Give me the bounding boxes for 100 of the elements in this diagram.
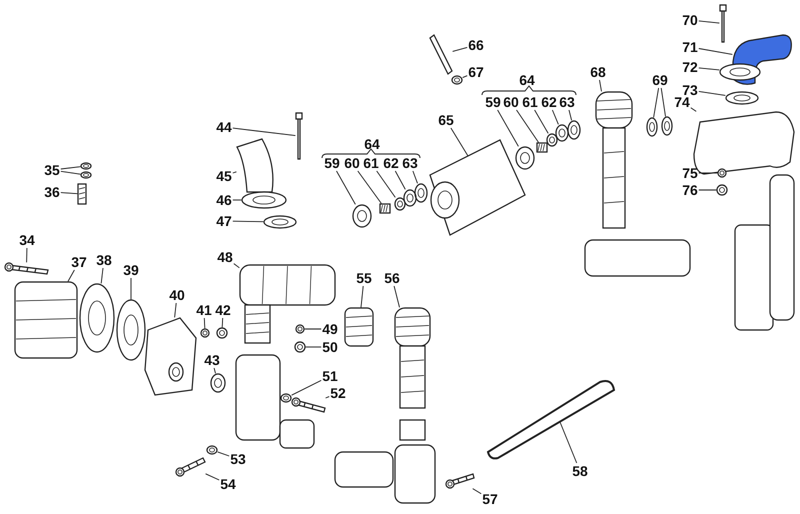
- leader-line: [336, 170, 356, 205]
- bolt-drawing: [4, 262, 49, 275]
- callout-number: 44: [216, 120, 232, 134]
- callout-number: 59: [324, 156, 340, 170]
- o-ring-drawing: [567, 120, 581, 140]
- callout-number: 63: [402, 156, 418, 170]
- washer-drawing: [717, 168, 727, 178]
- callout-number: 61: [363, 156, 379, 170]
- valve-cage-drawing: [352, 204, 372, 228]
- leader-line: [599, 80, 602, 92]
- flange-drawing: [241, 191, 287, 209]
- leader-line: [698, 67, 720, 70]
- leader-line: [360, 286, 364, 308]
- hose-elbow-drawing: [236, 138, 274, 193]
- leader-line: [222, 318, 224, 328]
- o-ring-drawing: [661, 116, 673, 136]
- fitting-drawing: [344, 307, 374, 347]
- leader-line: [698, 48, 733, 55]
- callout-number: 42: [215, 303, 231, 317]
- leader-line: [232, 171, 237, 174]
- callout-number: 71: [682, 40, 698, 54]
- callout-number: 48: [217, 250, 233, 264]
- hose-drawing: [487, 380, 615, 460]
- leader-line: [462, 75, 468, 78]
- pump-body-drawing: [144, 317, 197, 396]
- bolt-drawing: [719, 4, 727, 43]
- washer-drawing: [80, 162, 92, 170]
- leader-line: [232, 220, 264, 222]
- washer-drawing: [295, 324, 305, 334]
- leader-line: [497, 110, 519, 147]
- callout-number: 51: [322, 369, 338, 383]
- bolt-drawing: [445, 473, 475, 489]
- washer-drawing: [451, 75, 463, 85]
- valve-cage-drawing: [515, 146, 535, 170]
- leader-line: [698, 172, 718, 174]
- callout-number: 64: [364, 137, 380, 151]
- washer-drawing: [200, 328, 210, 338]
- flange-drawing: [719, 63, 761, 81]
- diaphragm-drawing: [79, 283, 115, 353]
- leader-line: [325, 396, 330, 398]
- leader-line: [412, 170, 418, 184]
- callout-number: 52: [330, 386, 346, 400]
- leader-line: [452, 46, 468, 52]
- bolt-drawing: [291, 397, 326, 413]
- pipe-elbow-drawing: [394, 307, 431, 409]
- leader-line: [174, 302, 177, 318]
- leader-line: [357, 170, 382, 204]
- leader-line: [568, 110, 572, 121]
- manifold-drawing: [239, 264, 336, 344]
- spring-drawing: [379, 203, 391, 214]
- callout-number: 39: [123, 263, 139, 277]
- callout-number: 49: [322, 322, 338, 336]
- leader-line: [204, 318, 206, 329]
- leader-line: [60, 166, 81, 170]
- callout-number: 37: [71, 255, 87, 269]
- leader-line: [205, 473, 220, 480]
- callout-number: 67: [468, 65, 484, 79]
- washer-drawing: [206, 445, 218, 455]
- callout-number: 59: [485, 95, 501, 109]
- callout-number: 60: [503, 95, 519, 109]
- callout-number: 68: [590, 65, 606, 79]
- callout-number: 63: [559, 95, 575, 109]
- leader-line: [214, 368, 216, 374]
- callout-number: 58: [572, 464, 588, 478]
- leader-line: [217, 451, 230, 456]
- callout-number: 38: [96, 253, 112, 267]
- leader-line: [100, 268, 104, 284]
- o-ring-drawing: [210, 373, 226, 393]
- leader-line: [653, 88, 660, 118]
- leader-line: [291, 380, 322, 396]
- callout-number: 46: [216, 193, 232, 207]
- leader-line: [698, 20, 720, 24]
- callout-number: 45: [216, 169, 232, 183]
- valve-housing-drawing: [429, 139, 526, 236]
- leader-line: [60, 170, 81, 175]
- valve-seat-drawing: [555, 124, 569, 142]
- leader-line: [560, 422, 578, 464]
- leader-line: [305, 346, 322, 348]
- o-ring-drawing: [414, 183, 428, 203]
- leader-line: [394, 170, 406, 190]
- leader-line: [232, 128, 296, 136]
- callout-number: 76: [682, 183, 698, 197]
- leader-line: [552, 110, 559, 125]
- callout-number: 70: [682, 13, 698, 27]
- washer-drawing: [80, 171, 92, 179]
- fitting-drawing: [77, 183, 87, 205]
- callout-number: 34: [19, 233, 35, 247]
- leader-line: [68, 270, 75, 282]
- leader-line: [698, 90, 726, 96]
- callout-number: 62: [541, 95, 557, 109]
- callout-number: 62: [383, 156, 399, 170]
- pipe-tee-drawing: [595, 91, 633, 229]
- nut-drawing: [216, 327, 228, 339]
- callout-number: 43: [204, 353, 220, 367]
- callout-number: 47: [216, 214, 232, 228]
- o-ring-drawing: [263, 215, 297, 229]
- callout-number: 55: [356, 271, 372, 285]
- piston-drawing: [116, 299, 146, 361]
- callout-number: 65: [438, 113, 454, 127]
- callout-number: 74: [674, 95, 690, 109]
